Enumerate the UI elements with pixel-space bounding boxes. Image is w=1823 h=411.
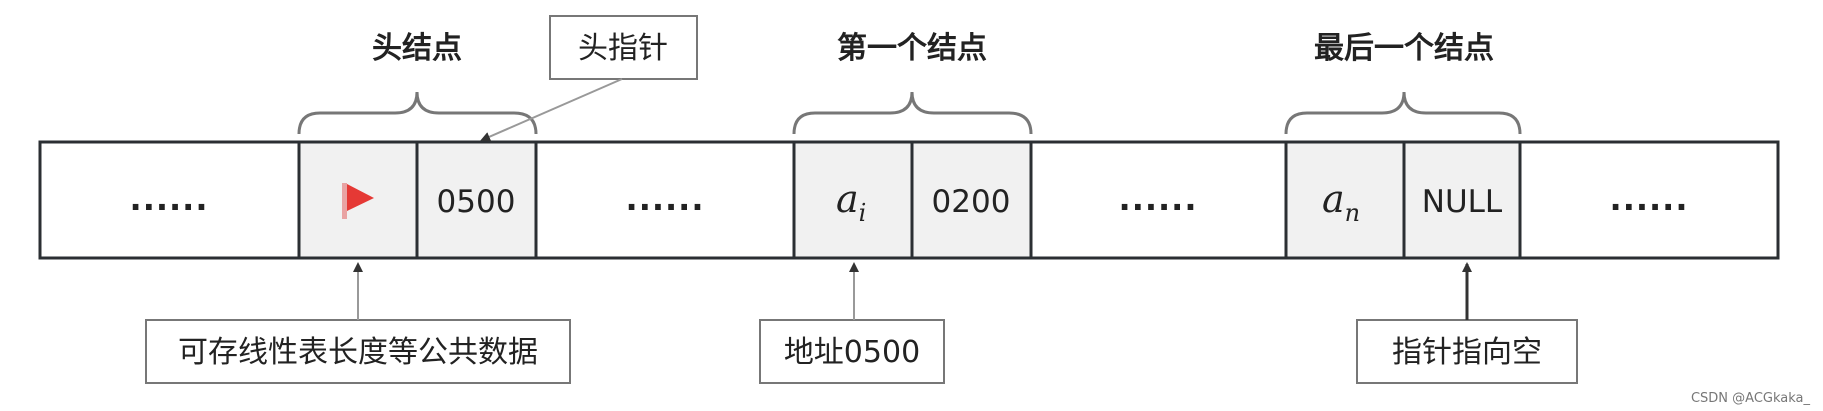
ellipsis-segment-4: ...... xyxy=(1610,180,1689,218)
first-node-data-symbol: ai xyxy=(836,177,866,227)
address-note-label: 地址0500 xyxy=(784,335,920,370)
first-node-title: 第一个结点 xyxy=(837,31,987,66)
last-node-pointer-value: NULL xyxy=(1422,184,1503,220)
head-node-title: 头结点 xyxy=(372,31,462,66)
watermark: CSDN @ACGkaka_ xyxy=(1691,391,1811,406)
first-node-pointer-value: 0200 xyxy=(932,184,1011,220)
last-node-pointer-cell xyxy=(1402,140,1522,260)
address-note-box xyxy=(759,319,945,384)
last-node-data-base: a xyxy=(1322,177,1345,221)
head-pointer-box xyxy=(549,15,698,80)
ellipsis-segment-2: ...... xyxy=(626,180,705,218)
ellipsis-segment-1: ...... xyxy=(130,180,209,218)
last-node-title: 最后一个结点 xyxy=(1314,31,1494,66)
flag-icon xyxy=(342,183,374,219)
first-node-data-base: a xyxy=(836,177,859,221)
null-note-box xyxy=(1356,319,1578,384)
last-node-brace xyxy=(1284,91,1522,135)
head-node-pointer-cell xyxy=(415,140,538,260)
first-node-pointer-cell xyxy=(910,140,1033,260)
head-pointer-arrow xyxy=(480,78,623,142)
first-node-data-sub: i xyxy=(859,199,867,227)
head-data-note-label: 可存线性表长度等公共数据 xyxy=(178,335,538,370)
head-node-brace xyxy=(297,91,538,135)
last-node-data-cell xyxy=(1284,140,1406,260)
last-node-data-symbol: an xyxy=(1322,177,1360,227)
ellipsis-segment-3: ...... xyxy=(1119,180,1198,218)
head-pointer-label: 头指针 xyxy=(578,31,668,66)
null-note-label: 指针指向空 xyxy=(1392,335,1542,370)
head-node-pointer-value: 0500 xyxy=(437,184,516,220)
last-node-data-sub: n xyxy=(1345,199,1360,227)
first-node-brace xyxy=(792,91,1033,135)
